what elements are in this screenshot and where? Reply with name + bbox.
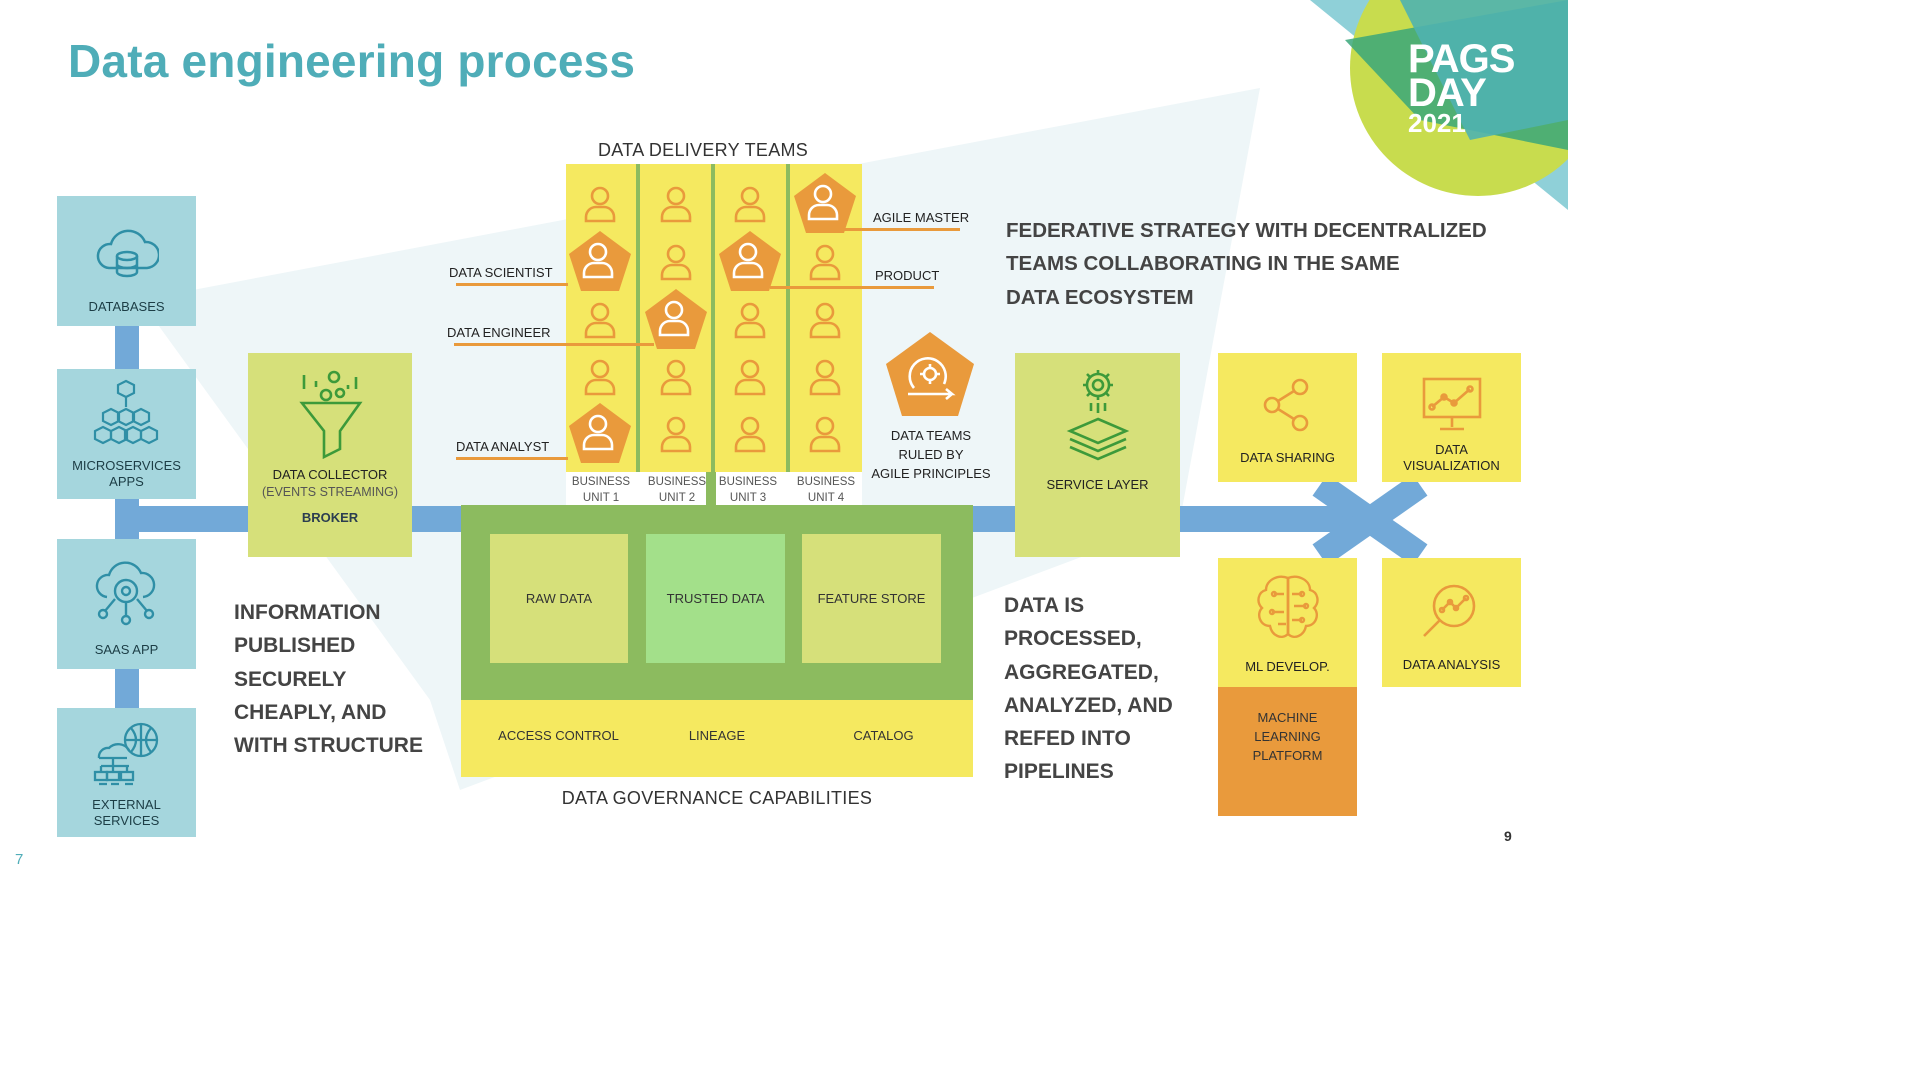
collector-title: DATA COLLECTOR: [272, 467, 388, 482]
person-icon: [660, 359, 692, 396]
data-sharing-label: DATA SHARING: [1240, 450, 1335, 465]
role-person-icon: [794, 173, 856, 233]
role-person-icon: [569, 403, 631, 463]
person-icon: [734, 359, 766, 396]
raw-data-label: RAW DATA: [525, 591, 593, 606]
trusted-data-box: TRUSTED DATA: [646, 534, 785, 663]
cubes-icon: [93, 379, 159, 445]
federative-strategy-text: FEDERATIVE STRATEGY WITH DECENTRALIZED T…: [1006, 219, 1487, 309]
role-line-agile-master: [842, 228, 960, 231]
person-icon: [660, 186, 692, 223]
layers-gear-icon: [1066, 370, 1130, 461]
business-unit-label-1: BUSINESS UNIT 1: [571, 476, 631, 504]
business-unit-label-4: BUSINESS UNIT 4: [796, 476, 856, 504]
data-analysis-box: DATA ANALYSIS: [1382, 558, 1521, 687]
data-visualization-box: DATA VISUALIZATION: [1382, 353, 1521, 482]
business-unit-label-2: BUSINESS UNIT 2: [647, 476, 707, 504]
person-icon: [734, 302, 766, 339]
person-icon: [809, 302, 841, 339]
source-saas-app: SAAS APP: [57, 539, 196, 669]
person-icon: [584, 186, 616, 223]
brand-line-3: 2021: [1408, 108, 1466, 138]
source-microservices: MICROSERVICES APPS: [57, 369, 196, 499]
globe-network-icon: [93, 722, 159, 786]
person-icon: [734, 186, 766, 223]
person-icon: [809, 416, 841, 453]
role-line-product: [770, 286, 934, 289]
ml-platform-box: MACHINE LEARNING PLATFORM: [1218, 687, 1357, 816]
role-label-analyst: DATA ANALYST: [456, 439, 550, 454]
source-label: EXTERNAL SERVICES: [92, 797, 161, 828]
brain-circuit-icon: [1257, 575, 1319, 638]
role-line-engineer: [454, 343, 654, 346]
chart-monitor-icon: [1422, 377, 1482, 431]
magnifier-chart-icon: [1423, 584, 1476, 637]
source-external-services: EXTERNAL SERVICES: [57, 708, 196, 837]
corner-teal-shape-2: [1400, 0, 1568, 140]
source-label: MICROSERVICES APPS: [72, 458, 181, 489]
person-icon: [584, 302, 616, 339]
person-icon: [809, 359, 841, 396]
governance-block: ACCESS CONTROL LINEAGE CATALOG: [461, 700, 973, 777]
brand-line-1: PAGS: [1408, 37, 1515, 81]
data-analysis-label: DATA ANALYSIS: [1402, 657, 1501, 672]
role-label-agile-master: AGILE MASTER: [873, 210, 970, 225]
raw-data-box: RAW DATA: [490, 534, 628, 663]
catalog-label: CATALOG: [853, 728, 914, 743]
source-label: DATABASES: [88, 299, 165, 314]
funnel-icon: [299, 370, 363, 459]
person-icon: [660, 244, 692, 281]
person-icon: [809, 244, 841, 281]
role-label-product: PRODUCT: [875, 268, 940, 283]
role-label-scientist: DATA SCIENTIST: [449, 265, 553, 280]
role-line-analyst: [456, 457, 568, 460]
person-icon: [660, 416, 692, 453]
brand-logo: PAGS DAY 2021: [1408, 37, 1515, 138]
source-databases: DATABASES: [57, 196, 196, 326]
storage-block: RAW DATA TRUSTED DATA FEATURE STORE: [461, 505, 973, 700]
share-icon: [1263, 378, 1309, 432]
info-text: INFORMATION PUBLISHED SECURELY CHEAPLY, …: [234, 601, 423, 758]
source-label: SAAS APP: [94, 642, 159, 657]
governance-heading: DATA GOVERNANCE CAPABILITIES: [561, 788, 873, 808]
role-person-icon: [719, 231, 781, 291]
data-collector-box: DATA COLLECTOR (EVENTS STREAMING): [248, 353, 412, 557]
data-visualization-label: DATA VISUALIZATION: [1403, 442, 1500, 473]
person-icon: [584, 359, 616, 396]
trusted-data-label: TRUSTED DATA: [666, 591, 765, 606]
cloud-gear-icon: [95, 561, 156, 626]
person-icon: [734, 416, 766, 453]
page-number-right: 9: [1504, 828, 1512, 844]
feature-store-box: FEATURE STORE: [802, 534, 941, 663]
service-layer-box: SERVICE LAYER: [1015, 353, 1180, 557]
ml-platform-label: MACHINE LEARNING PLATFORM: [1252, 710, 1323, 763]
data-sharing-box: DATA SHARING: [1218, 353, 1357, 482]
role-line-scientist: [456, 283, 568, 286]
broker-label: BROKER: [301, 510, 359, 525]
cross-connector: [1312, 480, 1428, 560]
page-number-left: 7: [15, 851, 24, 868]
ml-develop-box: ML DEVELOP.: [1218, 558, 1357, 687]
brand-line-2: DAY: [1408, 71, 1487, 115]
business-unit-column-3: [715, 164, 786, 472]
agile-note: DATA TEAMS RULED BY AGILE PRINCIPLES: [871, 428, 991, 481]
feature-store-label: FEATURE STORE: [817, 591, 926, 606]
role-person-icon: [569, 231, 631, 291]
page-title: Data engineering process: [68, 35, 636, 87]
business-unit-label-3: BUSINESS UNIT 3: [718, 476, 778, 504]
processed-text: DATA IS PROCESSED, AGGREGATED, ANALYZED,…: [1004, 594, 1173, 784]
service-layer-label: SERVICE LAYER: [1046, 477, 1149, 492]
delivery-heading: DATA DELIVERY TEAMS: [598, 140, 809, 160]
ml-develop-label: ML DEVELOP.: [1245, 659, 1330, 674]
cloud-database-icon: [96, 229, 159, 278]
collector-subtitle: (EVENTS STREAMING): [261, 485, 399, 499]
role-person-icon: [645, 289, 707, 349]
delivery-stem: [706, 472, 716, 508]
agile-cycle-icon: [886, 332, 974, 416]
lineage-label: LINEAGE: [688, 728, 746, 743]
role-label-engineer: DATA ENGINEER: [447, 325, 551, 340]
access-control-label: ACCESS CONTROL: [498, 728, 619, 743]
